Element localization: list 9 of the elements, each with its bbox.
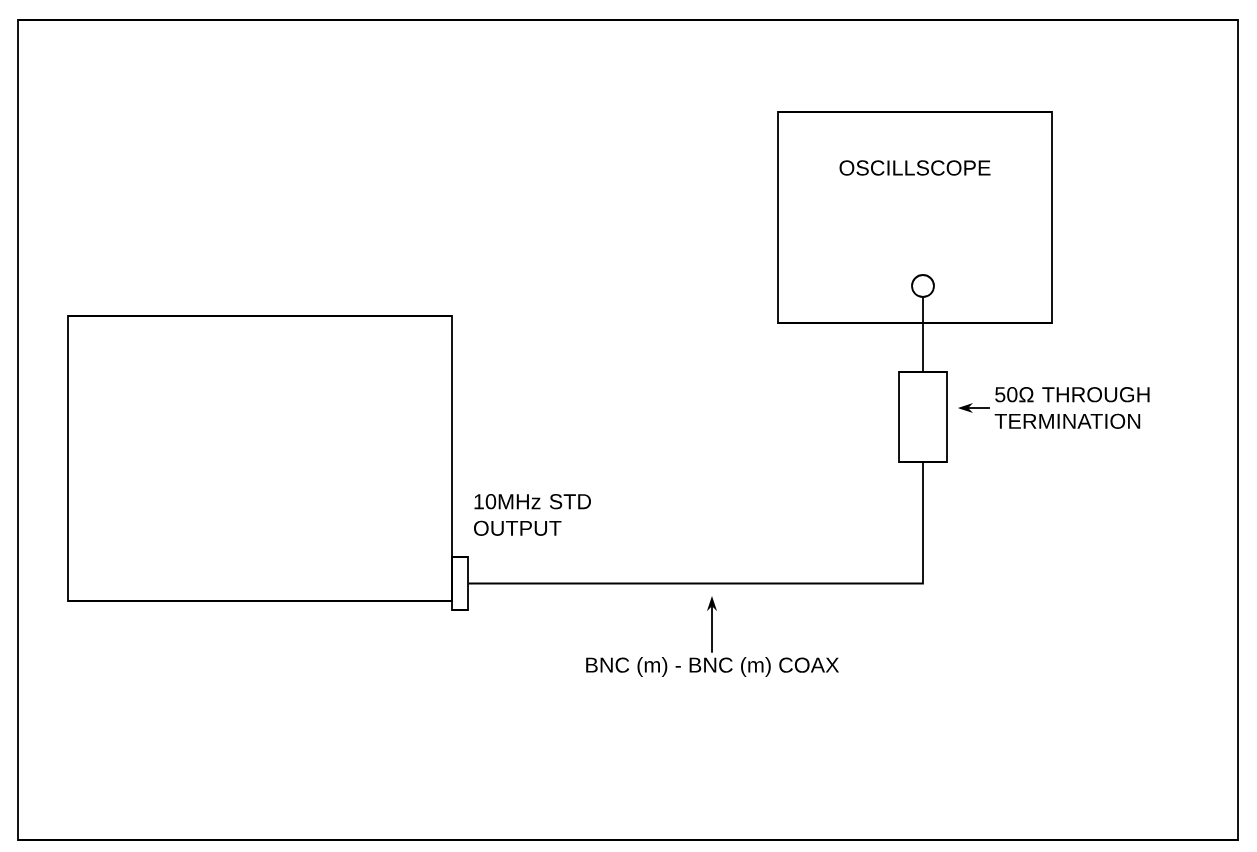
termination-box	[898, 371, 948, 463]
coax-cable	[468, 462, 924, 585]
cable	[922, 297, 924, 372]
connector-socket	[911, 274, 935, 298]
callout-text: BNC (m) - BNC (m) COAX	[586, 656, 840, 678]
instrument-box	[67, 315, 453, 602]
connector-label: 10MHz STD OUTPUT	[473, 494, 592, 536]
callout-text: 50Ω THROUGH TERMINATION	[994, 387, 1150, 429]
instrument-box: OSCILLSCOPE	[777, 111, 1053, 324]
